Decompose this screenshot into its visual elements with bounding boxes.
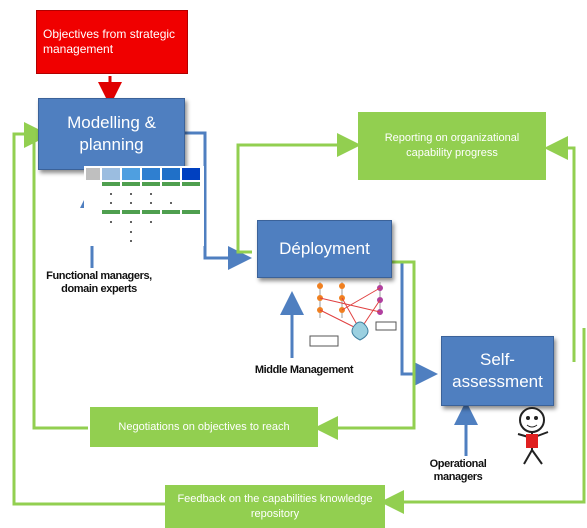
modelling-box-label: Modelling & planning <box>67 113 156 154</box>
negotiations-box: Negotiations on objectives to reach <box>90 407 318 447</box>
negotiations-box-label: Negotiations on objectives to reach <box>118 420 290 433</box>
objectives-box: Objectives from strategic management <box>36 10 188 74</box>
reporting-box-label: Reporting on organizational capability p… <box>384 132 520 159</box>
self-assessment-box: Self-assessment <box>441 336 554 406</box>
modelling-to-deployment-arrow <box>185 131 252 270</box>
self-assessment-box-label: Self-assessment <box>452 350 543 391</box>
feedback-box: Feedback on the capabilities knowledge r… <box>165 485 385 528</box>
objectives-box-label: Objectives from strategic management <box>43 27 176 56</box>
planning-table-thumbnail <box>84 166 204 246</box>
deployment-to-reporting-arrow <box>236 133 361 254</box>
deployment-to-negotiations-arrow <box>314 260 416 440</box>
assessment-to-feedback-arrow <box>380 328 586 514</box>
deployment-box-label: Déployment <box>279 239 370 258</box>
feedback-to-modelling-arrow <box>12 122 165 506</box>
self-assessment-figure <box>517 407 549 465</box>
reporting-box: Reporting on organizational capability p… <box>358 112 546 180</box>
deployment-network-thumbnail <box>309 282 397 347</box>
feedback-box-label: Feedback on the capabilities knowledge r… <box>177 492 373 520</box>
functional-managers-label: Functional managers, domain experts <box>46 270 152 295</box>
middle-management-label: Middle Management <box>254 364 354 376</box>
deployment-box: Déployment <box>257 220 392 278</box>
operational-managers-label: Operational managers <box>429 458 487 483</box>
assessment-to-reporting-arrow <box>544 136 576 362</box>
modelling-box: Modelling & planning <box>38 98 185 170</box>
